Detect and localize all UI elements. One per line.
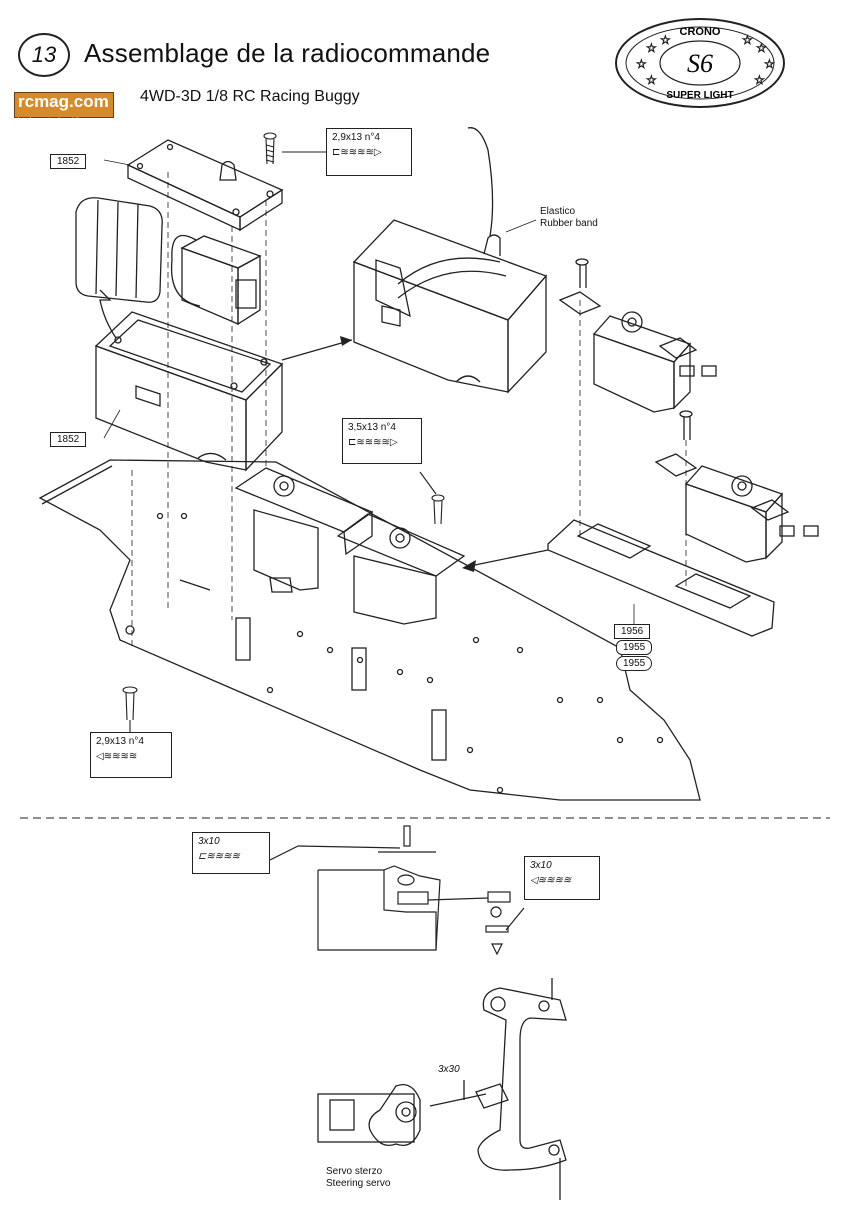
middle-screw	[419, 471, 445, 525]
svg-text:☆: ☆	[742, 33, 753, 47]
screw-icon: ⊏≋≋≋≋▷	[348, 437, 398, 448]
screw-box-link-right: 3x10 ◁≋≋≋≋	[524, 856, 600, 900]
screw-icon: ◁≋≋≋≋	[96, 751, 138, 762]
servo-right-1	[558, 258, 717, 413]
svg-text:☆: ☆	[764, 57, 775, 71]
top-screw	[263, 132, 326, 165]
svg-text:☆: ☆	[646, 73, 657, 87]
screw-label-bottom: 2,9x13 n°4	[96, 736, 144, 747]
servo-label-en: Steering servo	[326, 1178, 391, 1189]
part-number-cover: 1852	[50, 154, 87, 169]
servo-plate	[547, 519, 775, 637]
chassis-plate	[38, 459, 701, 801]
rod-label: 3x30	[438, 1064, 460, 1075]
servo-label-it: Servo sterzo	[326, 1166, 383, 1177]
rubber-band-label-en: Rubber band	[540, 218, 598, 229]
badge-bottom-text: SUPER LIGHT	[666, 90, 733, 101]
screw-label-middle: 3,5x13 n°4	[348, 422, 396, 433]
part-number-plate-1: 1956	[614, 624, 651, 639]
crono-badge: CRONO S6 SUPER LIGHT ☆☆ ☆☆ ☆☆ ☆☆	[615, 18, 785, 108]
page-title: Assemblage de la radiocommande	[84, 38, 491, 68]
receiver-box-cover	[126, 139, 284, 232]
screw-icon: ⊏≋≋≋≋	[198, 851, 240, 862]
part-number-plate-2: 1955	[616, 640, 653, 655]
screw-label-top: 2,9x13 n°4	[332, 132, 380, 143]
badge-top-text: CRONO	[680, 26, 721, 38]
rcmag-logo: rcmag.com le web magazine du modelisme	[14, 92, 114, 123]
chassis-servos	[234, 467, 466, 761]
screw-icon: ⊏≋≋≋≋▷	[332, 147, 382, 158]
receiver-box	[94, 289, 284, 472]
badge-center-text: S6	[687, 49, 713, 78]
screw-box-top: 2,9x13 n°4 ⊏≋≋≋≋▷	[326, 128, 412, 176]
svg-text:☆: ☆	[636, 57, 647, 71]
battery-pack	[75, 197, 163, 303]
screw-box-link-left: 3x10 ⊏≋≋≋≋	[192, 832, 270, 874]
servo-right-2	[654, 410, 819, 563]
logo-tagline: le web magazine du modelisme	[18, 117, 89, 123]
link-detail	[269, 825, 525, 956]
steering-detail	[317, 978, 567, 1200]
bottom-screw	[122, 686, 138, 732]
rubber-band-label-it: Elastico	[540, 206, 576, 217]
receiver	[170, 234, 262, 326]
part-number-plate-3: 1955	[616, 656, 653, 671]
svg-text:☆: ☆	[754, 73, 765, 87]
screw-box-bottom: 2,9x13 n°4 ◁≋≋≋≋	[90, 732, 172, 778]
part-number-box: 1852	[50, 432, 87, 447]
screw-icon: ◁≋≋≋≋	[530, 875, 572, 886]
screw-label-link-right: 3x10	[530, 860, 552, 871]
page-subtitle: 4WD-3D 1/8 RC Racing Buggy	[140, 88, 360, 105]
screw-box-middle: 3,5x13 n°4 ⊏≋≋≋≋▷	[342, 418, 422, 464]
step-number: 13	[18, 33, 70, 77]
svg-text:☆: ☆	[756, 41, 767, 55]
rubber-band-label: Elastico Rubber band	[540, 206, 598, 230]
logo-text: rcmag.com	[18, 92, 109, 111]
svg-text:☆: ☆	[660, 33, 671, 47]
screw-label-link-left: 3x10	[198, 836, 220, 847]
servo-label: Servo sterzo Steering servo	[326, 1166, 390, 1190]
svg-text:☆: ☆	[646, 41, 657, 55]
assembled-box	[352, 127, 548, 394]
